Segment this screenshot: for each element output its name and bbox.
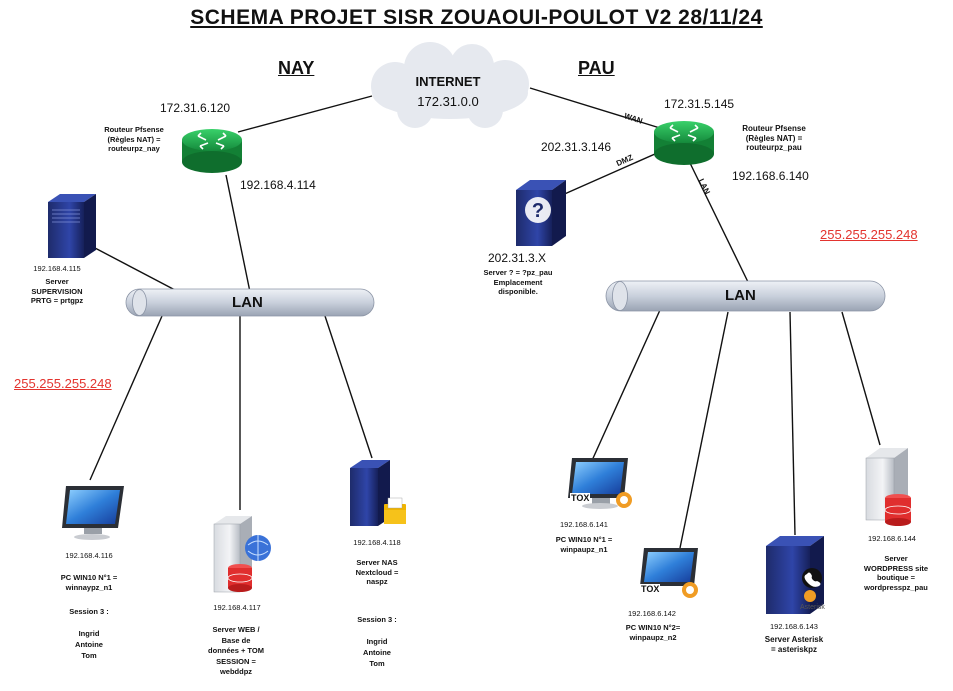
supervision-server-icon [48,194,96,258]
asterisk-ip: 192.168.6.143 [770,622,818,631]
pau-pc2-monitor-icon [640,548,698,598]
link-nay-router-lan [225,174,251,293]
link-pau-dmz [559,149,665,197]
nay-pc1-desc: PC WIN10 N°1 = winnaypz_n1 [60,573,118,592]
link-nay-nas [324,315,373,459]
nay-pc1-session: Session 3 : Ingrid Antoine Tom [69,607,109,660]
dmz-unknown-server-icon: ? [516,180,566,246]
link-pau-pc2 [679,311,729,549]
asterisk-desc: Server Asterisk = asteriskpz [764,635,824,654]
nay-lan-pipe [125,288,375,317]
nay-subnet-mask: 255.255.255.248 [14,376,112,391]
nay-router-icon [182,129,242,173]
wordpress-server-icon [865,448,912,526]
supervision-ip: 192.168.4.115 [33,264,81,273]
wordpress-desc: Server WORDPRESS site boutique = wordpre… [863,554,929,592]
asterisk-server-icon [766,536,824,614]
connection-lines [89,87,881,549]
nay-router-lan-ip: 192.168.4.114 [240,178,316,192]
pau-router-wan-ip: 172.31.5.145 [664,97,735,111]
link-pau-router-lan [689,162,749,283]
pau-lan-pipe [605,280,886,312]
link-pau-asterisk [789,311,796,536]
pau-pc1-tox-badge: TOX [570,493,591,503]
internet-cloud-icon [371,42,529,128]
link-pau-wordpress [841,311,881,446]
dmz-gateway-ip: 202.31.3.146 [541,140,612,154]
internet-label: INTERNET [415,74,481,89]
nay-lan-label: LAN [232,294,263,311]
link-nay-pc1 [89,315,163,481]
link-nay-internet [237,95,373,133]
web-ip: 192.168.4.117 [213,603,261,612]
web-server-icon [213,516,271,593]
pau-pc1-desc: PC WIN10 N°1 = winpaupz_n1 [555,535,613,554]
nas-desc: Server NAS Nextcloud = naspz [355,558,399,586]
asterisk-logo-text: Asterisk [800,604,825,611]
dmz-server-ip: 202.31.3.X [488,251,547,265]
pau-pc1-ip: 192.168.6.141 [560,520,608,529]
pau-lan-label: LAN [725,287,756,304]
pau-pc1-monitor-icon [568,458,632,509]
pau-subnet-mask: 255.255.255.248 [820,227,918,242]
dmz-server-desc: Server ? = ?pz_pau Emplacement disponibl… [483,268,553,296]
link-pau-internet [529,87,661,129]
internet-network: 172.31.0.0 [417,94,479,109]
nay-router-wan-ip: 172.31.6.120 [160,101,231,115]
wordpress-ip: 192.168.6.144 [868,534,916,543]
nas-ip: 192.168.4.118 [353,538,401,547]
supervision-desc: Server SUPERVISION PRTG = prtgpz [30,277,84,305]
link-pau-pc1 [584,309,661,477]
web-desc: Server WEB / Base de données + TOM SESSI… [208,625,264,676]
pau-router-icon [654,121,714,165]
page-title: SCHEMA PROJET SISR ZOUAOUI-POULOT V2 28/… [190,6,763,29]
pau-pc2-desc: PC WIN10 N°2= winpaupz_n2 [625,623,681,642]
pau-router-desc: Routeur Pfsense (Règles NAT) = routeurpz… [742,124,806,152]
site-title-pau: PAU [578,58,615,78]
svg-text:?: ? [532,200,544,222]
link-supervision-lan [94,247,176,291]
pau-router-lan-ip: 192.168.6.140 [732,169,809,183]
nas-session: Session 3 : Ingrid Antoine Tom [357,615,397,668]
pau-pc2-tox-badge: TOX [640,584,661,594]
nas-server-icon [350,460,406,526]
site-title-nay: NAY [278,58,315,78]
nay-pc1-ip: 192.168.4.116 [65,551,113,560]
nay-pc1-monitor-icon [62,486,124,540]
nay-router-desc: Routeur Pfsense (Règles NAT) = routeurpz… [104,125,164,153]
pau-pc2-ip: 192.168.6.142 [628,609,676,618]
